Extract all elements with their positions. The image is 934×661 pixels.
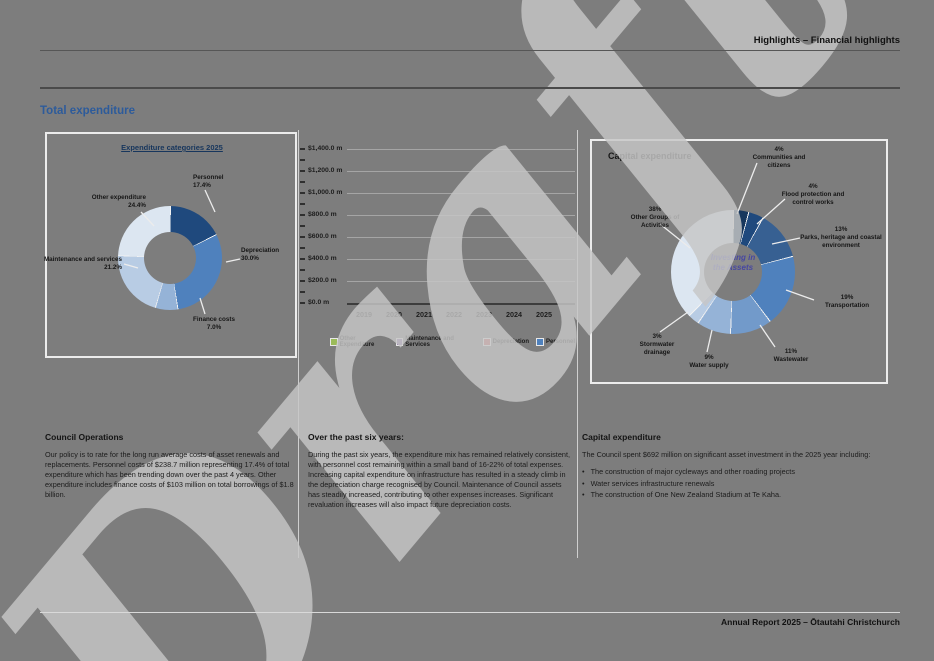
y-axis-tick [300, 302, 305, 304]
gridline [347, 259, 575, 260]
page-header: Highlights – Financial highlights [753, 35, 900, 46]
legend-item: Maintenance and Services [395, 336, 476, 348]
expenditure-categories-panel [45, 132, 297, 358]
expenditure-donut-chart [118, 206, 222, 310]
gridline [347, 303, 575, 305]
legend-swatch [330, 338, 338, 346]
y-axis-tick [300, 247, 305, 249]
gridline [347, 237, 575, 238]
capital-donut-chart [671, 210, 795, 334]
y-axis-tick [300, 291, 305, 293]
y-axis-tick [300, 258, 305, 260]
legend-item: Depreciation [482, 336, 529, 348]
y-axis-tick [300, 170, 305, 172]
bullet-water-services: Water services infrastructure renewals [582, 478, 896, 490]
bullet-stadium: The construction of One New Zealand Stad… [582, 489, 896, 501]
y-axis-tick [300, 192, 305, 194]
y-axis-label: $0.0 m [308, 299, 330, 306]
donut2-label-communities: 4% Communities and citizens [752, 146, 806, 169]
expenditure-donut-title: Expenditure categories 2025 [121, 143, 223, 152]
council-operations-column: Council Operations Our policy is to rate… [45, 432, 295, 500]
gridline [347, 149, 575, 150]
legend-label: Other Expenditure [339, 336, 375, 348]
gridline [347, 215, 575, 216]
section-title: Total expenditure [40, 105, 135, 117]
y-axis-tick [300, 159, 305, 161]
legend-swatch [482, 338, 491, 346]
donut1-label-other-expenditure: Other expenditure 24.4% [91, 194, 146, 209]
section-rule [40, 87, 900, 89]
x-axis-label: 2025 [536, 310, 552, 319]
legend-item: Personnel [535, 336, 575, 348]
capital-donut-center-label: Investing in the Assets [710, 253, 756, 272]
y-axis-label: $400.0 m [308, 255, 337, 262]
y-axis-tick [300, 181, 305, 183]
x-axis-label: 2020 [386, 310, 402, 319]
footer-rule [40, 612, 900, 613]
page-footer: Annual Report 2025 – Ōtautahi Christchur… [720, 617, 900, 627]
legend-swatch [535, 338, 544, 346]
y-axis-label: $200.0 m [308, 277, 337, 284]
y-axis-tick [300, 236, 305, 238]
capital-expenditure-column: Capital expenditure The Council spent $6… [582, 432, 896, 501]
y-axis-label: $1,200.0 m [308, 167, 343, 174]
legend-label: Maintenance and Services [405, 336, 454, 348]
legend-label: Depreciation [492, 339, 529, 345]
x-axis-label: 2023 [476, 310, 492, 319]
y-axis-tick [300, 148, 305, 150]
x-axis-label: 2019 [356, 310, 372, 319]
donut1-label-depreciation: Depreciation 30.0% [241, 247, 280, 262]
column-divider-right [577, 130, 578, 558]
column-divider-left [298, 130, 299, 558]
council-operations-body: Our policy is to rate for the long run a… [45, 450, 294, 500]
capital-expenditure-body: The Council spent $692 million on signif… [582, 450, 871, 459]
donut2-label-flood-protection: 4% Flood protection and control works [781, 183, 845, 206]
donut2-label-water-supply: 9% Water supply [689, 354, 729, 369]
past-six-years-heading: Over the past six years: [308, 432, 404, 442]
y-axis-tick [300, 225, 305, 227]
donut2-label-transportation: 19% Transportation [824, 294, 870, 309]
capital-expenditure-heading: Capital expenditure [582, 432, 661, 442]
legend-item: Other Expenditure [330, 336, 389, 348]
gridline [347, 281, 575, 282]
x-axis-label: 2024 [506, 310, 522, 319]
header-rule [40, 50, 900, 51]
y-axis-tick [300, 203, 305, 205]
donut2-label-stormwater: 3% Stormwater drainage [639, 333, 675, 356]
gridline [347, 193, 575, 194]
council-operations-heading: Council Operations [45, 432, 124, 442]
donut1-label-finance-costs: Finance costs 7.0% [193, 316, 235, 331]
bar-chart-legend: Other Expenditure Maintenance and Service… [330, 336, 575, 348]
donut1-label-maintenance: Maintenance and services 21.2% [43, 256, 122, 271]
gridline [347, 171, 575, 172]
x-axis-label: 2022 [446, 310, 462, 319]
past-six-years-column: Over the past six years: During the past… [308, 432, 571, 510]
donut1-label-personnel: Personnel 17.4% [193, 174, 224, 189]
y-axis-label: $800.0 m [308, 211, 337, 218]
y-axis-tick [300, 280, 305, 282]
past-six-years-body: During the past six years, the expenditu… [308, 450, 571, 510]
capital-expenditure-bullets: The construction of major cycleways and … [582, 466, 896, 501]
y-axis-tick [300, 214, 305, 216]
legend-swatch [395, 338, 404, 346]
x-axis-label: 2021 [416, 310, 432, 319]
donut2-label-other-groups: 38% Other Groups of Activities [630, 206, 680, 229]
capital-expenditure-panel [590, 139, 888, 384]
y-axis-label: $1,400.0 m [308, 145, 343, 152]
donut2-label-parks-heritage: 13% Parks, heritage and coastal environm… [800, 226, 882, 249]
y-axis-label: $1,000.0 m [308, 189, 343, 196]
bullet-cycleways: The construction of major cycleways and … [582, 466, 896, 478]
capital-donut-title: Capital expenditure [608, 151, 692, 161]
y-axis-label: $600.0 m [308, 233, 337, 240]
y-axis-tick [300, 269, 305, 271]
legend-label: Personnel [545, 339, 575, 345]
donut2-label-wastewater: 11% Wastewater [773, 348, 809, 363]
